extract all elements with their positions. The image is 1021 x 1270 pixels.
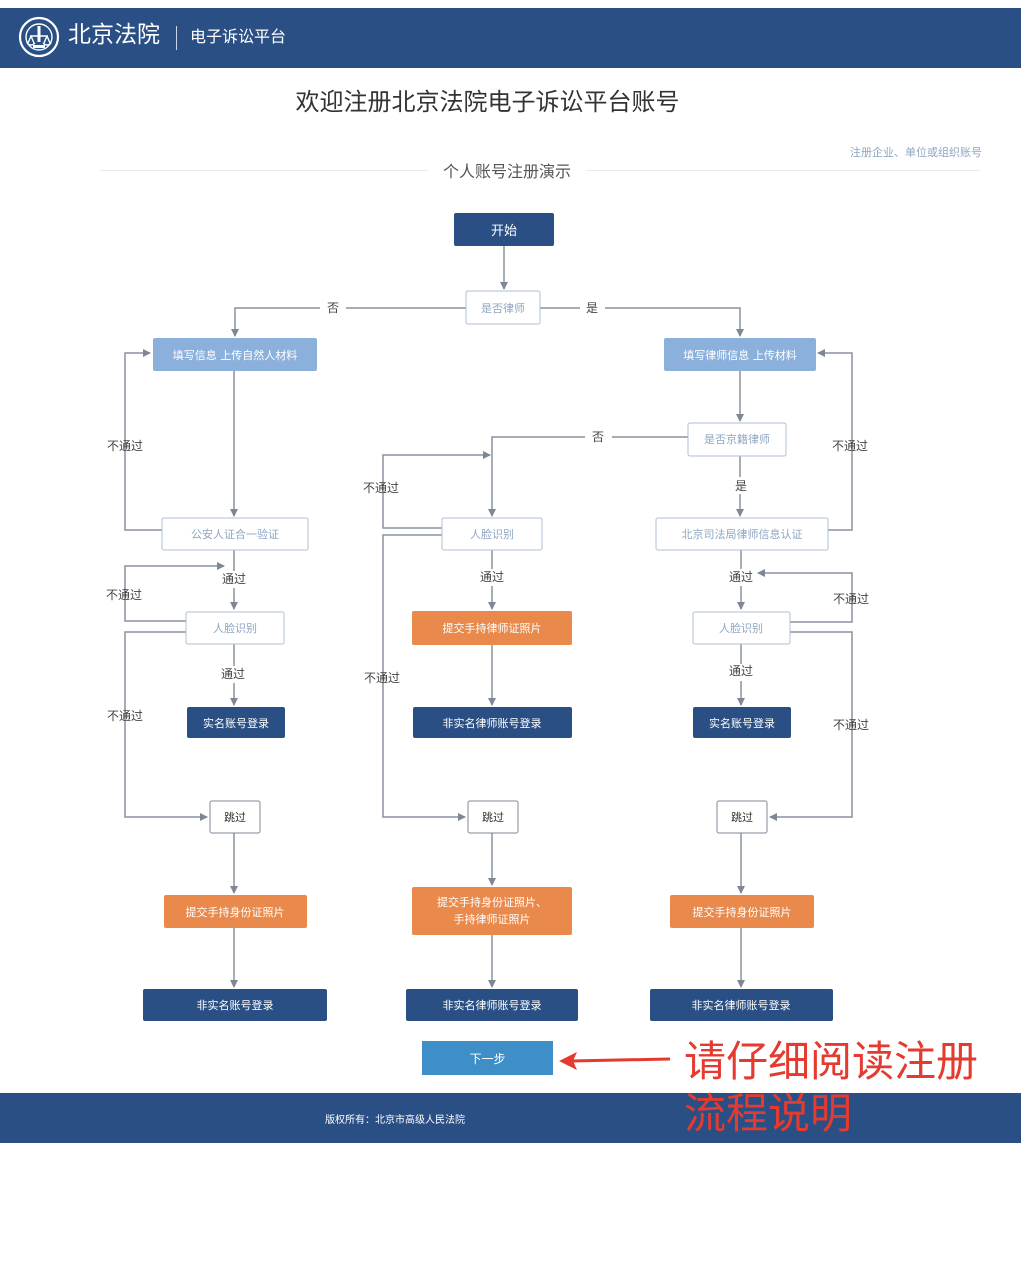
- middle-nonreal-lawyer-login-label: 非实名律师账号登录: [443, 716, 542, 730]
- branch-yes-label: 是: [586, 301, 598, 315]
- left-face-label: 人脸识别: [213, 621, 257, 635]
- connector: [757, 569, 853, 623]
- left-skip-label: 跳过: [224, 810, 246, 824]
- flow-connectors: [124, 246, 853, 988]
- bureau-verify-node: [655, 517, 829, 551]
- branch-yes-label: 是: [735, 479, 747, 493]
- fail-label: 不通过: [106, 588, 142, 602]
- site-header: 北京法院 电子诉讼平台: [0, 8, 1021, 68]
- middle-submit-cert-node: [412, 611, 572, 645]
- site-footer: 版权所有：北京市高级人民法院: [0, 1093, 1021, 1143]
- right-nonreal-lawyer-login-label: 非实名律师账号登录: [692, 998, 791, 1012]
- fail-label: 不通过: [832, 439, 868, 453]
- right-face-label: 人脸识别: [719, 621, 763, 635]
- police-verify-node: [161, 517, 309, 551]
- right-submit-id-node: [670, 895, 814, 928]
- right-realname-login-node: [693, 707, 791, 738]
- fail-label: 不通过: [107, 709, 143, 723]
- fail-label: 不通过: [833, 718, 869, 732]
- left-face-node: [185, 611, 285, 645]
- pass-label: 通过: [729, 570, 753, 584]
- police-verify-label: 公安人证合一验证: [191, 527, 279, 541]
- fail-label: 不通过: [107, 439, 143, 453]
- connector: [124, 562, 225, 622]
- left-fill-info-label: 填写信息 上传自然人材料: [173, 348, 298, 362]
- branch-no-label: 否: [327, 301, 339, 315]
- fail-label: 不通过: [364, 671, 400, 685]
- connector: [769, 631, 853, 821]
- connector: [124, 631, 208, 821]
- left-realname-login-label: 实名账号登录: [203, 716, 269, 730]
- pass-label: 通过: [480, 570, 504, 584]
- middle-face-node: [441, 517, 543, 551]
- pass-label: 通过: [221, 667, 245, 681]
- left-submit-id-node: [164, 895, 307, 928]
- is-beijing-lawyer-node: [687, 422, 787, 457]
- middle-face-label: 人脸识别: [470, 527, 514, 541]
- is-lawyer-node: [465, 290, 541, 325]
- next-step-button[interactable]: 下一步: [422, 1041, 553, 1075]
- brand-divider: [176, 26, 177, 50]
- right-skip-label: 跳过: [731, 810, 753, 824]
- left-nonreal-login-node: [143, 989, 327, 1021]
- branch-no-label: 否: [592, 430, 604, 444]
- connector: [231, 307, 320, 337]
- right-submit-id-label: 提交手持身份证照片: [693, 905, 792, 919]
- connector: [382, 451, 491, 529]
- middle-submit-both-label-2: 手持律师证照片: [454, 912, 531, 926]
- right-nonreal-lawyer-login-node: [650, 989, 833, 1021]
- left-fill-info-node: [153, 338, 317, 371]
- middle-submit-both-label-1: 提交手持身份证照片、: [437, 895, 547, 909]
- brand-name[interactable]: 北京法院: [68, 22, 160, 48]
- start-node-label: 开始: [491, 224, 517, 239]
- start-node: [454, 213, 554, 246]
- reading-instruction-annotation: 请仔细阅读注册 流程说明: [684, 1036, 1014, 1140]
- connector: [605, 307, 744, 337]
- middle-submit-cert-label: 提交手持律师证照片: [443, 621, 542, 635]
- registration-flowchart: 否 是 否 是 不通过 不通过 不通过 不通过 不通过 不通过 不通过 不通过 …: [106, 213, 869, 1021]
- right-face-node: [692, 611, 791, 645]
- left-nonreal-login-label: 非实名账号登录: [197, 998, 274, 1012]
- middle-nonreal-lawyer-login-bottom-node: [406, 989, 578, 1021]
- annotation-line-2: 流程说明: [684, 1089, 853, 1138]
- copyright-text: 版权所有：北京市高级人民法院: [325, 1115, 465, 1126]
- right-fill-info-label: 填写律师信息 上传材料: [683, 348, 797, 362]
- section-title: 个人账号注册演示: [428, 158, 586, 182]
- is-beijing-lawyer-label: 是否京籍律师: [704, 432, 770, 446]
- is-lawyer-label: 是否律师: [481, 302, 525, 315]
- middle-submit-both-node: [412, 887, 572, 935]
- connector: [488, 436, 585, 517]
- red-arrow-icon: [559, 1052, 671, 1070]
- left-skip-node: [209, 800, 261, 834]
- bureau-verify-label: 北京司法局律师信息认证: [682, 527, 803, 541]
- connector: [817, 349, 853, 531]
- left-submit-id-label: 提交手持身份证照片: [186, 905, 285, 919]
- pass-label: 通过: [222, 572, 246, 586]
- pass-label: 通过: [729, 664, 753, 678]
- court-emblem-icon: [18, 16, 60, 58]
- annotation-line-1: 请仔细阅读注册: [684, 1037, 979, 1086]
- page-title: 欢迎注册北京法院电子诉讼平台账号: [295, 88, 680, 116]
- brand-subtitle: 电子诉讼平台: [190, 27, 287, 46]
- right-skip-node: [716, 800, 768, 834]
- middle-nonreal-lawyer-login-bottom-label: 非实名律师账号登录: [443, 998, 542, 1012]
- left-realname-login-node: [187, 707, 285, 738]
- register-corporate-link[interactable]: 注册企业、单位或组织账号: [850, 146, 982, 159]
- middle-skip-node: [467, 800, 519, 834]
- fail-label: 不通过: [833, 592, 869, 606]
- right-realname-login-label: 实名账号登录: [709, 716, 775, 730]
- middle-nonreal-lawyer-login-node: [413, 707, 572, 738]
- fail-label: 不通过: [363, 481, 399, 495]
- connector: [382, 534, 466, 821]
- middle-skip-label: 跳过: [482, 810, 504, 824]
- connector: [124, 349, 162, 531]
- right-fill-info-node: [664, 338, 816, 371]
